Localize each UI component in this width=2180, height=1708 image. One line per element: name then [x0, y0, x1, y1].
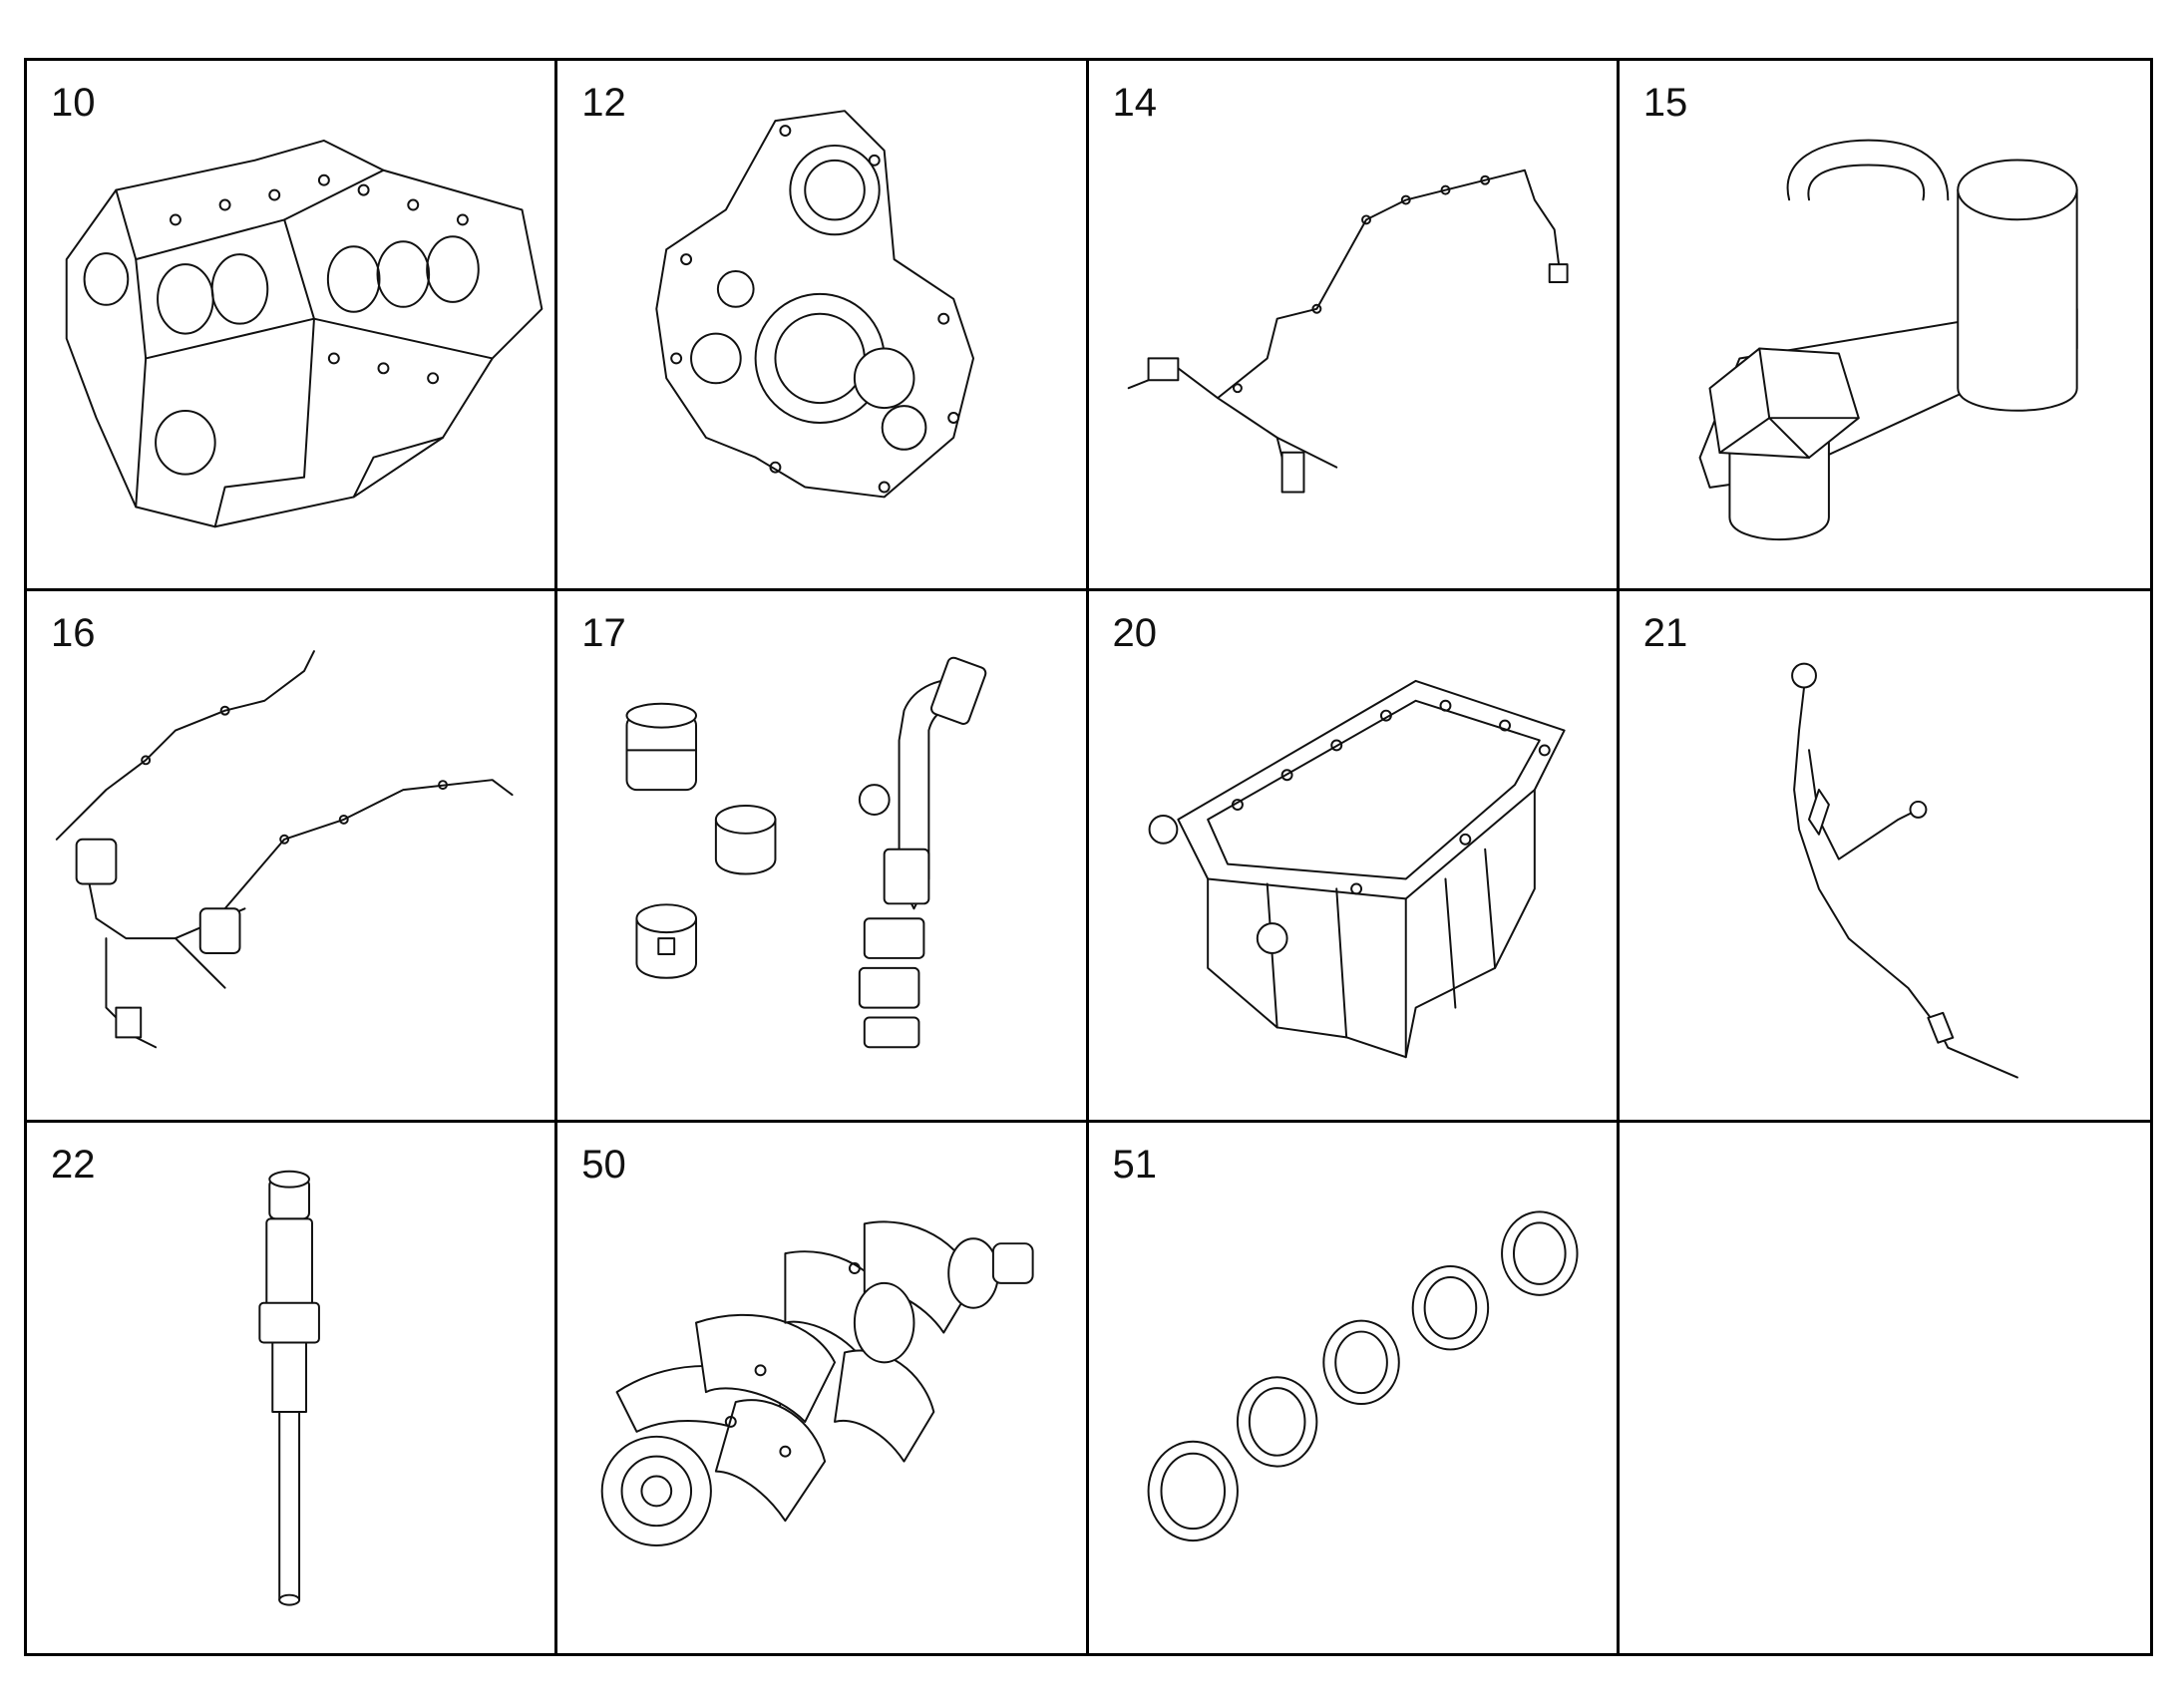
fuel-line-harness-icon [55, 650, 514, 1049]
part-cell-51[interactable]: 51 [1089, 1122, 1620, 1653]
empty-cell [1620, 1123, 2150, 1653]
engine-block-icon [65, 139, 544, 528]
part-cell-10[interactable]: 10 [27, 61, 558, 592]
part-cell-17[interactable]: 17 [557, 591, 1089, 1123]
crankshaft-icon [600, 1220, 1034, 1546]
dipstick-icon [1790, 662, 2018, 1079]
part-number: 22 [51, 1142, 96, 1187]
plugs-and-pipe-icon [625, 657, 987, 1049]
oil-filter-housing-icon [1698, 139, 2078, 540]
part-number: 17 [581, 611, 626, 656]
part-cell-15[interactable]: 15 [1619, 61, 2150, 592]
part-number: 50 [581, 1142, 626, 1187]
glow-plug-icon [258, 1170, 320, 1606]
part-number: 16 [51, 611, 96, 656]
part-cell-16[interactable]: 16 [27, 591, 558, 1123]
part-cell-20[interactable]: 20 [1088, 591, 1620, 1123]
part-number: 21 [1642, 611, 1688, 656]
oil-pan-icon [1148, 680, 1566, 1059]
bearing-shells-icon [1147, 1210, 1579, 1541]
part-cell-14[interactable]: 14 [1088, 61, 1620, 592]
part-number: 20 [1112, 611, 1158, 656]
part-number: 10 [51, 81, 96, 125]
part-number: 51 [1112, 1142, 1158, 1187]
parts-grid: 10 [24, 58, 2153, 1656]
part-cell-21[interactable]: 21 [1619, 591, 2150, 1123]
timing-cover-icon [655, 110, 975, 499]
part-number: 12 [581, 81, 626, 125]
part-cell-22[interactable]: 22 [27, 1122, 558, 1653]
part-number: 15 [1642, 81, 1688, 125]
part-number: 14 [1112, 81, 1158, 125]
part-cell-12[interactable]: 12 [557, 61, 1089, 592]
wiring-harness-icon [1127, 169, 1569, 494]
part-cell-50[interactable]: 50 [557, 1122, 1089, 1653]
